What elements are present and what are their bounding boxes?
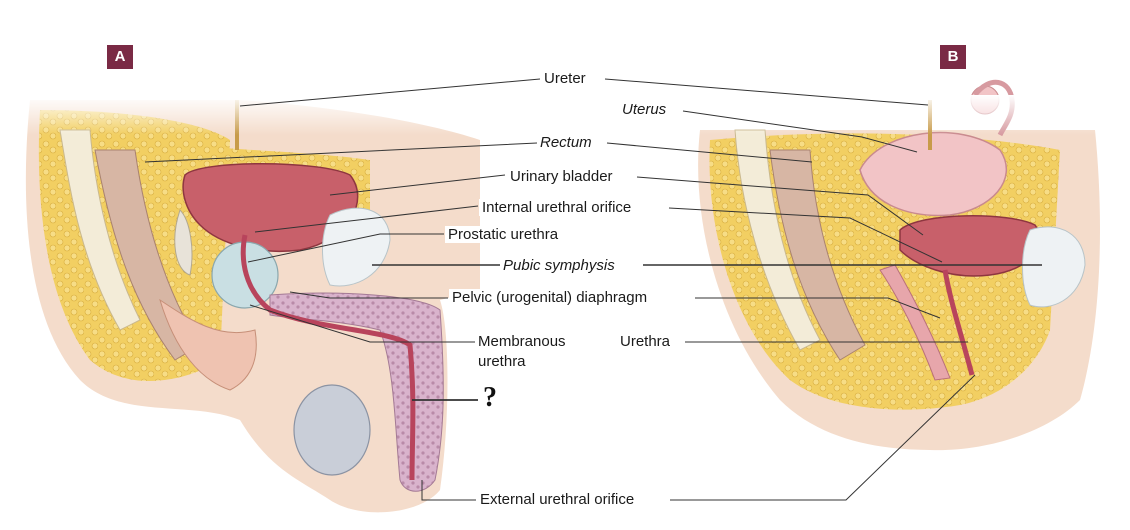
male-testis [293, 384, 371, 476]
male-urethra-channel [240, 234, 416, 481]
label-pubic-symphysis: Pubic symphysis [500, 257, 618, 274]
leader-rectum [144, 142, 813, 163]
male-pubic-bone [322, 207, 391, 287]
male-penis-shaft [269, 292, 444, 492]
female-uterus [859, 131, 1007, 217]
female-urethra [942, 269, 975, 376]
label-uterus: Uterus [619, 101, 670, 118]
female-top-fade [690, 95, 1130, 135]
male-perineum [159, 298, 257, 391]
leader-internal-orifice [254, 205, 943, 263]
female-pelvis-illustration [690, 79, 1130, 451]
leader-prostatic-urethra [247, 233, 444, 263]
label-ureter: Ureter [541, 70, 589, 87]
leader-external-orifice [421, 374, 976, 501]
male-top-fade [20, 95, 490, 135]
label-urethra: Urethra [617, 333, 674, 350]
label-membranous-urethra-line2: urethra [478, 353, 526, 370]
label-internal-urethral-orifice: Internal urethral orifice [479, 199, 635, 216]
label-urinary-bladder: Urinary bladder [507, 168, 616, 185]
female-pubic-bone [1022, 226, 1086, 308]
female-sacrum [734, 129, 821, 351]
leader-ureter [239, 78, 929, 107]
leader-pelvic-diaphragm [289, 291, 941, 319]
label-rectum: Rectum [537, 134, 595, 151]
leader-lines [144, 78, 1042, 501]
unknown-structure-marker: ? [483, 382, 497, 413]
male-sacrum [59, 129, 141, 331]
panel-a-badge: A [107, 45, 133, 69]
male-pelvis-illustration [20, 95, 490, 513]
male-seminal-vesicle [174, 209, 193, 276]
leader-membranous-urethra [249, 304, 475, 343]
label-membranous-urethra-line1: Membranous [475, 333, 569, 350]
leader-urinary-bladder [329, 174, 924, 236]
label-pelvic-diaphragm: Pelvic (urogenital) diaphragm [449, 289, 651, 306]
label-prostatic-urethra: Prostatic urethra [445, 226, 562, 243]
panel-b-badge: B [940, 45, 966, 69]
female-rectum [769, 149, 866, 361]
label-external-urethral-orifice: External urethral orifice [477, 491, 638, 508]
leader-uterus [682, 110, 918, 153]
